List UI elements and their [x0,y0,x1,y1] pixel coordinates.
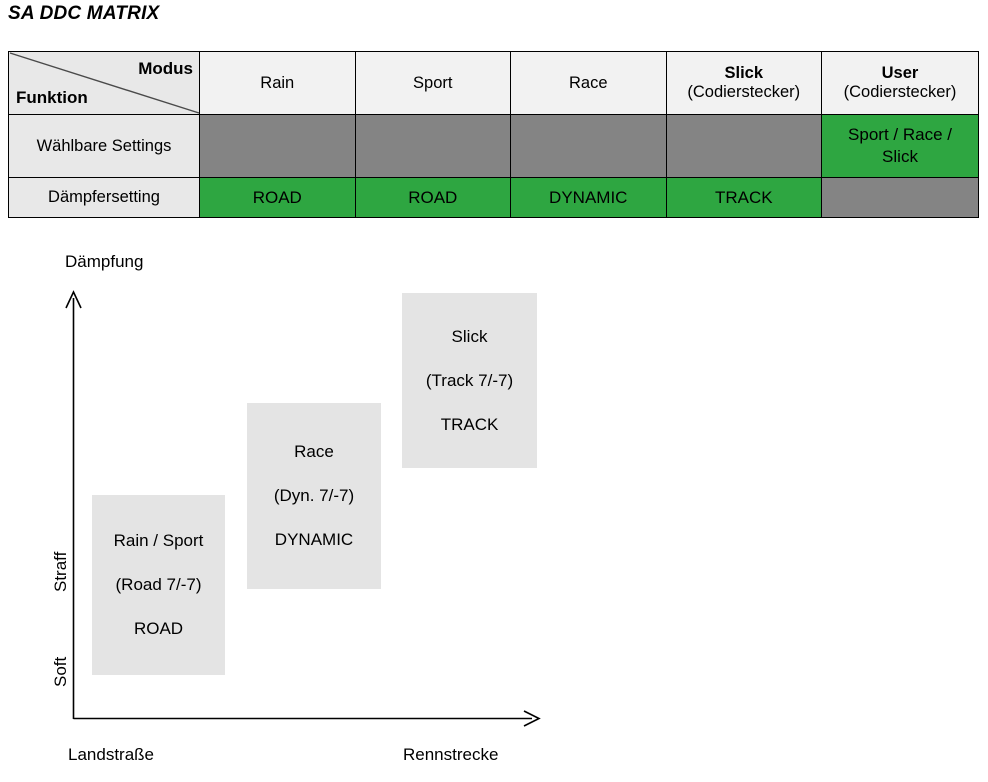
box-setting-label: (Track 7/-7) [425,370,514,390]
matrix-col-header-race: Race [510,51,667,115]
cell-text: Sport / Race / Slick [848,125,952,166]
page-title: SA DDC MATRIX [8,3,160,24]
col-header-sub: (Codierstecker) [843,83,957,101]
ddc-matrix-table: Modus Funktion Rain Sport Race Slick [8,51,979,218]
matrix-cell-damper-slick: TRACK [665,177,822,218]
matrix-cell-damper-user [821,177,979,218]
box-setting-label: (Road 7/-7) [115,575,202,594]
box-damper-label: TRACK [440,414,499,434]
cell-text: ROAD [408,187,458,207]
box-mode-label: Race [294,442,334,461]
y-axis-tick-straff: Straff [51,551,70,592]
cell-text: ROAD [252,187,302,207]
diagram-box-rain-sport: Rain / Sport (Road 7/-7) ROAD [92,495,225,675]
matrix-row-label-waehlbare-settings: Wählbare Settings [8,114,200,178]
x-axis-tick-landstrasse: Landstraße [68,745,154,764]
matrix-header-row: Modus Funktion Rain Sport Race Slick [8,51,979,115]
cell-text: DYNAMIC [549,187,628,207]
diagram-axes [65,290,541,727]
col-header-name: Race [568,73,608,92]
box-setting-label: (Dyn. 7/-7) [273,486,355,505]
axis-label-daempfung: Dämpfung [65,252,144,271]
col-header-name: Slick [724,64,764,83]
cell-text: TRACK [714,187,773,207]
box-damper-label: DYNAMIC [274,530,354,549]
ddc-matrix-table-wrapper: Modus Funktion Rain Sport Race Slick [8,51,979,218]
corner-row-axis-label: Funktion [16,88,88,108]
matrix-cell-settings-race [510,114,667,178]
box-mode-label: Rain / Sport [113,531,204,550]
matrix-col-header-user: User (Codierstecker) [821,51,979,115]
matrix-cell-damper-rain: ROAD [199,177,356,218]
box-damper-label: ROAD [133,619,184,638]
matrix-cell-damper-sport: ROAD [354,177,511,218]
matrix-cell-settings-slick [665,114,822,178]
col-header-name: Sport [413,73,453,92]
matrix-row-label-daempfersetting: Dämpfersetting [8,177,200,218]
matrix-cell-settings-rain [199,114,356,178]
box-mode-label: Slick [451,326,488,346]
diagram-box-slick: Slick (Track 7/-7) TRACK [402,293,537,468]
col-header-sub: (Codierstecker) [687,83,801,101]
matrix-corner-cell: Modus Funktion [8,51,200,115]
matrix-cell-settings-user: Sport / Race / Slick [821,114,979,178]
col-header-name: Rain [260,73,295,92]
matrix-col-header-rain: Rain [199,51,356,115]
matrix-col-header-sport: Sport [354,51,511,115]
matrix-col-header-slick: Slick (Codierstecker) [665,51,822,115]
y-axis-tick-soft: Soft [51,656,70,687]
table-row: Dämpfersetting ROAD ROAD DYNAMIC TRACK [8,177,979,218]
matrix-cell-damper-race: DYNAMIC [510,177,667,218]
corner-column-axis-label: Modus [138,59,193,78]
matrix-cell-settings-sport [354,114,511,178]
diagram-box-race: Race (Dyn. 7/-7) DYNAMIC [247,403,381,589]
col-header-name: User [881,64,919,83]
table-row: Wählbare Settings Sport / Race / Slick [8,114,979,178]
x-axis-tick-rennstrecke: Rennstrecke [403,745,499,764]
damping-diagram: Dämpfung Straff Soft Landstraße Rennstre… [0,232,988,782]
